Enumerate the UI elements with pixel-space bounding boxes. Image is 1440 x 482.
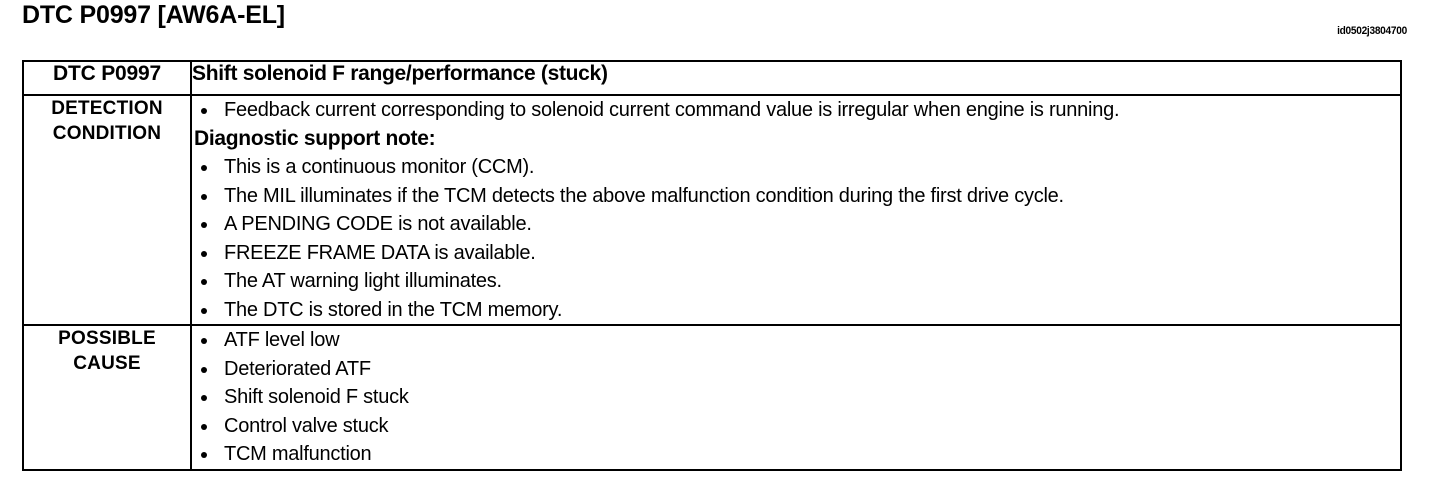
list-item: Feedback current corresponding to soleno… bbox=[192, 96, 1400, 125]
detection-condition-label: DETECTION CONDITION bbox=[22, 94, 192, 326]
list-item: Control valve stuck bbox=[192, 412, 1400, 441]
diagnostic-support-note-list: This is a continuous monitor (CCM). The … bbox=[192, 153, 1400, 324]
list-item: FREEZE FRAME DATA is available. bbox=[192, 239, 1400, 268]
possible-cause-label: POSSIBLE CAUSE bbox=[22, 324, 192, 471]
possible-cause-label-line-1: POSSIBLE bbox=[58, 328, 156, 349]
diagnostic-support-note-heading: Diagnostic support note: bbox=[194, 126, 436, 150]
possible-cause-content: ATF level low Deteriorated ATF Shift sol… bbox=[190, 324, 1402, 471]
table-row-detection-condition: DETECTION CONDITION Feedback current cor… bbox=[22, 94, 1402, 326]
possible-cause-list: ATF level low Deteriorated ATF Shift sol… bbox=[192, 326, 1400, 469]
table-row-header: DTC P0997 Shift solenoid F range/perform… bbox=[22, 60, 1402, 96]
possible-cause-label-line-2: CAUSE bbox=[73, 353, 141, 374]
list-item: A PENDING CODE is not available. bbox=[192, 210, 1400, 239]
detection-condition-label-line-2: CONDITION bbox=[52, 123, 162, 144]
dtc-description-cell: Shift solenoid F range/performance (stuc… bbox=[190, 60, 1402, 96]
document-id: id0502j3804700 bbox=[1337, 25, 1407, 37]
list-item: Shift solenoid F stuck bbox=[192, 383, 1400, 412]
dtc-table: DTC P0997 Shift solenoid F range/perform… bbox=[22, 60, 1402, 471]
list-item: This is a continuous monitor (CCM). bbox=[192, 153, 1400, 182]
detection-condition-label-line-1: DETECTION bbox=[51, 98, 163, 119]
list-item: The AT warning light illuminates. bbox=[192, 267, 1400, 296]
list-item: The MIL illuminates if the TCM detects t… bbox=[192, 182, 1400, 211]
dtc-code-cell: DTC P0997 bbox=[22, 60, 192, 96]
list-item: Deteriorated ATF bbox=[192, 355, 1400, 384]
list-item: TCM malfunction bbox=[192, 440, 1400, 469]
table-row-possible-cause: POSSIBLE CAUSE ATF level low Deteriorate… bbox=[22, 324, 1402, 471]
detection-condition-content: Feedback current corresponding to soleno… bbox=[190, 94, 1402, 326]
list-item: The DTC is stored in the TCM memory. bbox=[192, 296, 1400, 325]
page-title: DTC P0997 [AW6A-EL] bbox=[22, 1, 285, 29]
detection-lead-bullet-list: Feedback current corresponding to soleno… bbox=[192, 96, 1400, 125]
list-item: ATF level low bbox=[192, 326, 1400, 355]
